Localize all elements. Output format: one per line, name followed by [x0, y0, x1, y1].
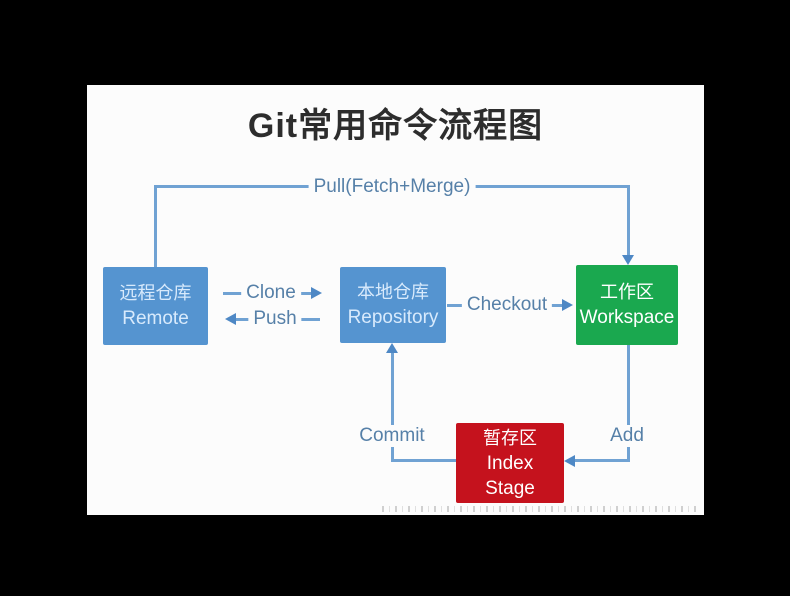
node-repository: 本地仓库 Repository — [340, 267, 446, 343]
pull-edge-label: Pull(Fetch+Merge) — [308, 176, 476, 198]
commit-edge-line-vertical — [391, 353, 394, 462]
node-remote-label-cn: 远程仓库 — [119, 283, 192, 303]
add-arrowhead-left-icon — [564, 455, 575, 467]
add-edge-label: Add — [605, 425, 649, 447]
commit-edge-label: Commit — [354, 425, 430, 447]
pull-edge-line-right — [627, 185, 630, 256]
node-index-label-en: Index — [486, 452, 534, 474]
node-repository-label-cn: 本地仓库 — [357, 282, 429, 302]
add-edge-line-horizontal — [574, 459, 630, 462]
node-remote: 远程仓库 Remote — [103, 267, 208, 345]
diagram-title: Git常用命令流程图 — [247, 107, 544, 145]
watermark-noise-band — [382, 506, 697, 512]
clone-edge-label: Clone — [241, 282, 301, 304]
pull-arrowhead-down-icon — [622, 255, 634, 265]
node-repository-label-en: Repository — [347, 307, 439, 328]
node-workspace-label-cn: 工作区 — [600, 282, 654, 302]
push-arrowhead-left-icon — [225, 313, 236, 325]
node-index-label-cn: 暂存区 — [483, 427, 537, 448]
diagram-canvas: Git常用命令流程图 Pull(Fetch+Merge) Clone Push … — [87, 85, 704, 515]
commit-arrowhead-up-icon — [386, 343, 398, 353]
checkout-arrowhead-right-icon — [562, 299, 573, 311]
clone-arrowhead-right-icon — [311, 287, 322, 299]
push-edge-label: Push — [248, 308, 302, 330]
node-index-label-en2: Stage — [485, 477, 535, 499]
node-workspace: 工作区 Workspace — [576, 265, 678, 345]
pull-edge-line-left — [154, 185, 157, 267]
node-remote-label-en: Remote — [122, 308, 189, 329]
checkout-edge-label: Checkout — [461, 294, 553, 316]
node-index: 暂存区 Index Stage — [456, 423, 564, 503]
add-edge-line-vertical — [627, 345, 630, 462]
node-workspace-label-en: Workspace — [579, 307, 675, 328]
commit-edge-line-horizontal — [391, 459, 457, 462]
